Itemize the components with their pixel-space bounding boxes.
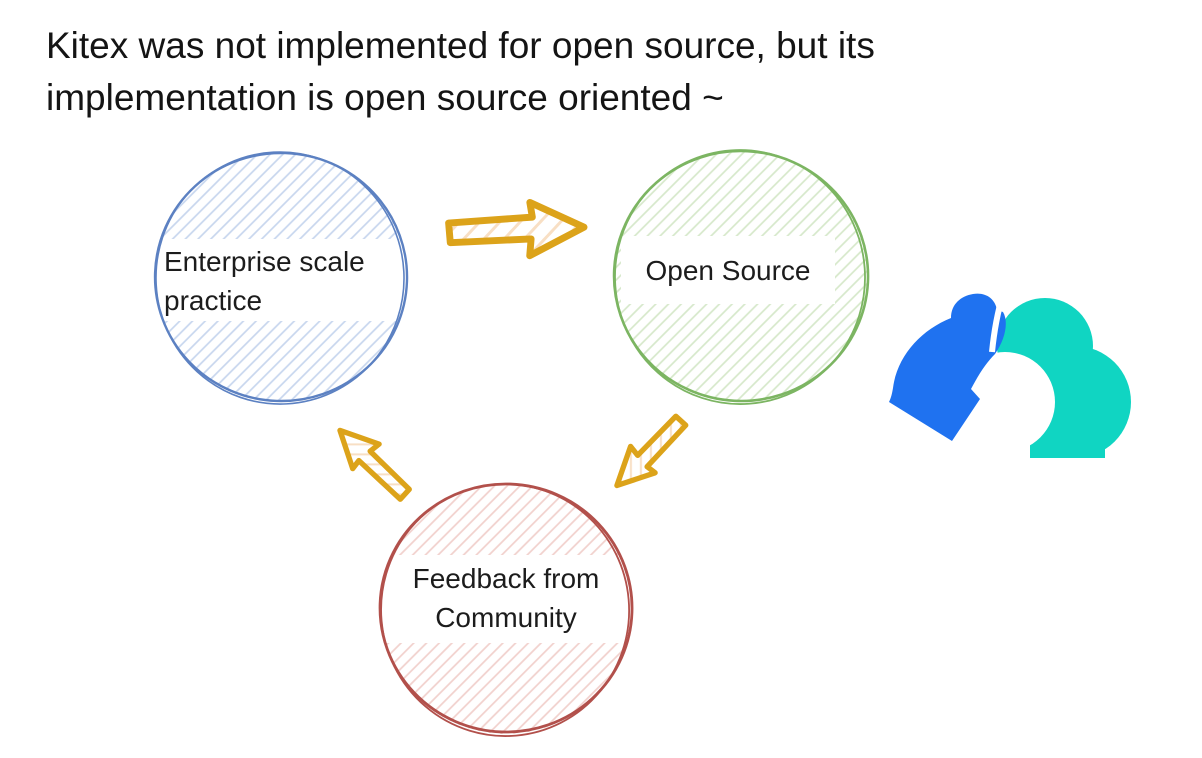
- node-label-line1: Enterprise scale: [164, 246, 365, 277]
- node-label-enterprise: Enterprise scale practice: [164, 242, 365, 320]
- arrow-outline: [445, 198, 588, 260]
- block-arrow-upleft-icon: [337, 427, 412, 502]
- slide-title-line2: implementation is open source oriented ~: [46, 77, 724, 118]
- cloud-arrow-icon: [889, 293, 1131, 458]
- sketch-circle-red: [374, 482, 638, 737]
- slide-title: Kitex was not implemented for open sourc…: [46, 20, 1166, 124]
- node-open-source: Open Source: [609, 145, 873, 409]
- block-arrow-right-icon: [445, 198, 588, 260]
- arrow-opensource-to-feedback: [593, 397, 704, 508]
- circle-stroke-2: [380, 483, 631, 737]
- node-label-line2: Community: [435, 602, 577, 633]
- node-feedback-from-community: Feedback from Community: [374, 477, 638, 741]
- arrow-outline: [614, 413, 689, 489]
- sketch-circle-blue: [149, 151, 413, 405]
- node-label-open-source: Open Source: [621, 236, 835, 304]
- logo-gap: [989, 293, 1006, 353]
- label-band: [374, 555, 638, 643]
- arrow-outline: [337, 427, 412, 502]
- arrow-enterprise-to-opensource: [442, 189, 593, 271]
- circle-stroke-1: [153, 151, 409, 403]
- block-arrow-downleft-icon: [614, 413, 689, 489]
- arrow-feedback-to-enterprise: [317, 406, 428, 517]
- node-label-line2: practice: [164, 285, 263, 316]
- node-enterprise-scale-practice: Enterprise scale practice: [149, 146, 413, 410]
- cloudwego-cloud-logo: [885, 292, 1137, 464]
- sketch-circle-green: [612, 149, 870, 405]
- cloud-inner-white: [955, 352, 1055, 452]
- circle-stroke-2: [155, 151, 405, 405]
- circle-stroke-2: [614, 149, 866, 405]
- slide-title-line1: Kitex was not implemented for open sourc…: [46, 25, 875, 66]
- node-label-feedback: Feedback from Community: [374, 559, 638, 637]
- node-label-line1: Open Source: [645, 254, 811, 286]
- label-band: [149, 239, 413, 321]
- blue-swirl-arrow: [889, 293, 1006, 441]
- label-band: [621, 236, 835, 304]
- node-label-line1: Feedback from: [412, 563, 600, 594]
